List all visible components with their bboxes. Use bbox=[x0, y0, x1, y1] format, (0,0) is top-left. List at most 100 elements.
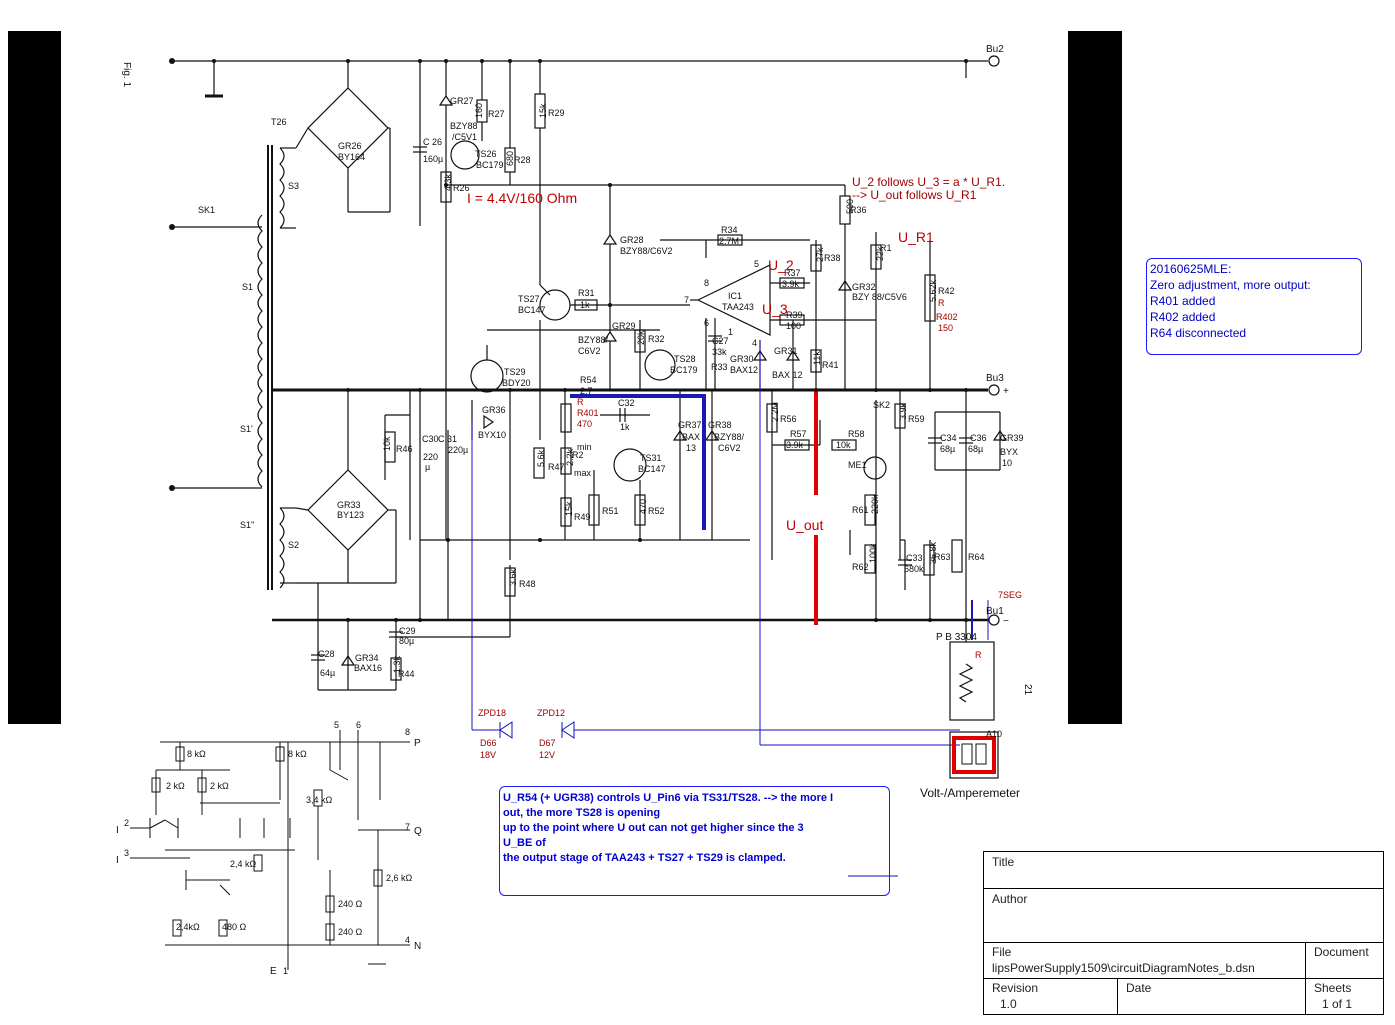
label-r49: R49 bbox=[574, 512, 591, 522]
label-r26v: 4.3k bbox=[443, 173, 453, 191]
label-c27v: 33k bbox=[712, 347, 727, 357]
label-pin6: 6 bbox=[704, 318, 709, 328]
label-gr36v: BYX10 bbox=[478, 430, 506, 440]
ic-label-2k4-a: 2,4 kΩ bbox=[230, 859, 257, 869]
label-r51: R51 bbox=[602, 506, 619, 516]
label-r29v: 15k bbox=[538, 103, 548, 118]
label-r59v: 3.9k bbox=[898, 402, 908, 420]
label-7seg: 7SEG bbox=[998, 590, 1022, 600]
ic-pin-q-num: 7 bbox=[405, 822, 410, 832]
label-r39: R39 bbox=[786, 310, 803, 320]
label-r57v: 3.9k bbox=[786, 440, 804, 450]
label-r42: R42 bbox=[938, 286, 955, 296]
label-pin4: 4 bbox=[752, 338, 757, 348]
label-gr26v: BY164 bbox=[338, 152, 365, 162]
label-sk2: SK2 bbox=[873, 400, 890, 410]
label-r31: R31 bbox=[578, 288, 595, 298]
label-r34v: 2.7M bbox=[719, 236, 739, 246]
label-d67: D67 bbox=[539, 738, 556, 748]
ic-label-8k-b: 8 kΩ bbox=[288, 749, 307, 759]
label-r58: R58 bbox=[848, 429, 865, 439]
label-bu2: Bu2 bbox=[986, 44, 1004, 55]
label-r61v: 220k bbox=[870, 494, 880, 514]
label-r46v: 10k bbox=[382, 436, 392, 451]
label-r-meter: R bbox=[975, 650, 982, 660]
label-sk1: SK1 bbox=[198, 205, 215, 215]
left-black-bar bbox=[8, 31, 61, 724]
label-ic1v: TAA243 bbox=[722, 302, 754, 312]
label-r1v: 22k bbox=[875, 246, 885, 261]
label-gr27v2: /C5V1 bbox=[452, 132, 477, 142]
label-c29: C29 bbox=[399, 626, 416, 636]
side-note-box: 20160625MLE: Zero adjustment, more outpu… bbox=[1146, 258, 1362, 355]
label-gr37: GR37 bbox=[678, 420, 702, 430]
label-r37v: 3.9k bbox=[782, 279, 800, 289]
label-r32: R32 bbox=[648, 334, 665, 344]
label-pin1: 1 bbox=[728, 327, 733, 337]
label-s2: S2 bbox=[288, 540, 299, 550]
page-number: 21 bbox=[1022, 684, 1033, 696]
label-gr31v: BAX 12 bbox=[772, 370, 803, 380]
label-ts27v: BC147 bbox=[518, 305, 546, 315]
label-pin7: 7 bbox=[684, 295, 689, 305]
label-r48v: 3.6k bbox=[508, 568, 518, 586]
label-r29: R29 bbox=[548, 108, 565, 118]
label-zpd12: ZPD12 bbox=[537, 708, 565, 718]
ic-pin-i1: I bbox=[116, 825, 119, 836]
ic-label-2k6: 2,6 kΩ bbox=[386, 873, 413, 883]
label-r36: R36 bbox=[850, 205, 867, 215]
label-r59: R59 bbox=[908, 414, 925, 424]
label-gr39v: BYX bbox=[1000, 447, 1018, 457]
ic-pin-q: Q bbox=[414, 826, 422, 837]
side-note-line: R402 added bbox=[1150, 310, 1216, 324]
file-cell: File lipsPowerSupply1509\circuitDiagramN… bbox=[984, 942, 1306, 979]
label-r48: R48 bbox=[519, 579, 536, 589]
annotation-u-2: U_2 bbox=[768, 257, 794, 273]
label-ts26v: BC179 bbox=[476, 160, 504, 170]
ic-pin-top5: 5 bbox=[334, 720, 339, 730]
label-c36v: 68µ bbox=[968, 444, 983, 454]
label-r27v: 160 bbox=[474, 103, 484, 118]
label-r2: R2 bbox=[572, 450, 584, 460]
ic-pin-p-num: 8 bbox=[405, 727, 410, 737]
label-ts28v: BC179 bbox=[670, 365, 698, 375]
label-r41v: 11k bbox=[812, 351, 822, 365]
sheets-label: Sheets bbox=[1314, 981, 1352, 995]
label-bu1: Bu1 bbox=[986, 606, 1004, 617]
ic-pin-i1-num: 2 bbox=[124, 818, 129, 828]
label-r57: R57 bbox=[790, 429, 807, 439]
label-s1: S1 bbox=[242, 282, 253, 292]
title-label: Title bbox=[992, 855, 1015, 869]
label-r401: R401 bbox=[577, 408, 599, 418]
label-ts31: TS31 bbox=[640, 453, 662, 463]
label-gr38v2: C6V2 bbox=[718, 443, 741, 453]
ic-pin-i2: I bbox=[116, 855, 119, 866]
file-value: lipsPowerSupply1509\circuitDiagramNotes_… bbox=[992, 961, 1255, 975]
label-ic1: IC1 bbox=[728, 291, 742, 301]
label-min: min bbox=[577, 442, 592, 452]
label-r34: R34 bbox=[721, 225, 738, 235]
label-r38: R38 bbox=[824, 253, 841, 263]
label-pin8: 8 bbox=[704, 278, 709, 288]
label-c26: C 26 bbox=[423, 137, 442, 147]
label-r64: R64 bbox=[968, 552, 985, 562]
label-r47v: 5.6k bbox=[536, 449, 546, 467]
explanation-line: U_R54 (+ UGR38) controls U_Pin6 via TS31… bbox=[503, 792, 834, 804]
label-c31v: 220µ bbox=[448, 445, 468, 455]
label-c30: C30 bbox=[422, 434, 439, 444]
side-note-line: R401 added bbox=[1150, 294, 1216, 308]
label-plus: + bbox=[1003, 386, 1009, 397]
label-gr30v: BAX12 bbox=[730, 365, 758, 375]
ic-pin-i2-num: 3 bbox=[124, 848, 129, 858]
label-gr29v2: C6V2 bbox=[578, 346, 601, 356]
label-r46: R46 bbox=[396, 444, 413, 454]
meter-label: Volt-/Amperemeter bbox=[920, 786, 1021, 800]
label-gr33v: BY123 bbox=[337, 510, 364, 520]
label-r52v: 470 bbox=[638, 499, 648, 514]
file-label: File bbox=[992, 945, 1012, 959]
label-r27: R27 bbox=[488, 109, 505, 119]
explanation-note-box: U_R54 (+ UGR38) controls U_Pin6 via TS31… bbox=[499, 786, 890, 896]
annotation-u-3: U_3 bbox=[762, 301, 788, 317]
ic-label-3k4: 3,4 kΩ bbox=[306, 795, 333, 805]
label-r56: R56 bbox=[780, 414, 797, 424]
